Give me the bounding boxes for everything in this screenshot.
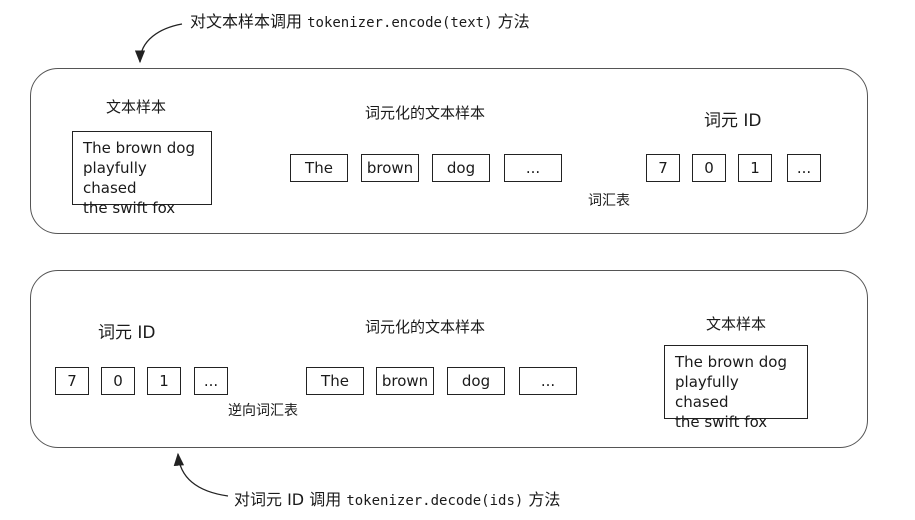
encode-caption-prefix: 对文本样本调用: [190, 12, 308, 31]
encode-call-arrow: [134, 23, 183, 64]
encode-token-box: ...: [504, 154, 562, 182]
encode-text-sample-label: 文本样本: [106, 98, 167, 116]
encode-token-box: The: [290, 154, 348, 182]
decode-token-box: ...: [519, 367, 577, 395]
decode-caption-prefix: 对词元 ID 调用: [234, 490, 347, 509]
decode-id-box: ...: [194, 367, 228, 395]
encode-tokenized-label: 词元化的文本样本: [365, 104, 486, 122]
encode-token-box: dog: [432, 154, 490, 182]
encode-id-box: 0: [692, 154, 726, 182]
decode-caption: 对词元 ID 调用 tokenizer.decode(ids) 方法: [234, 486, 560, 510]
decode-ids-label: 词元 ID: [98, 323, 156, 343]
decode-caption-suffix: 方法: [523, 490, 561, 509]
encode-id-box: 1: [738, 154, 772, 182]
decode-id-box: 7: [55, 367, 89, 395]
inverse-vocab-label: 逆向词汇表: [228, 403, 298, 419]
encode-id-box: ...: [787, 154, 821, 182]
decode-text-sample-box: The brown dog playfully chased the swift…: [664, 345, 808, 431]
decode-token-box: dog: [447, 367, 505, 395]
decode-call-arrow: [173, 452, 229, 497]
decode-token-box: The: [306, 367, 364, 395]
decode-tokenized-label: 词元化的文本样本: [365, 318, 486, 336]
encode-caption-code: tokenizer.encode(text): [307, 15, 493, 31]
encode-id-box: 7: [646, 154, 680, 182]
vocab-label: 词汇表: [588, 193, 630, 209]
decode-token-box: brown: [376, 367, 434, 395]
decode-id-box: 1: [147, 367, 181, 395]
decode-id-box: 0: [101, 367, 135, 395]
decode-caption-code: tokenizer.decode(ids): [346, 493, 524, 509]
encode-token-box: brown: [361, 154, 419, 182]
encode-ids-label: 词元 ID: [704, 111, 762, 131]
encode-caption-suffix: 方法: [492, 12, 530, 31]
encode-caption: 对文本样本调用 tokenizer.encode(text) 方法: [190, 8, 530, 32]
encode-text-sample-box: The brown dog playfully chased the swift…: [72, 131, 212, 217]
decode-text-sample-label: 文本样本: [706, 315, 767, 333]
